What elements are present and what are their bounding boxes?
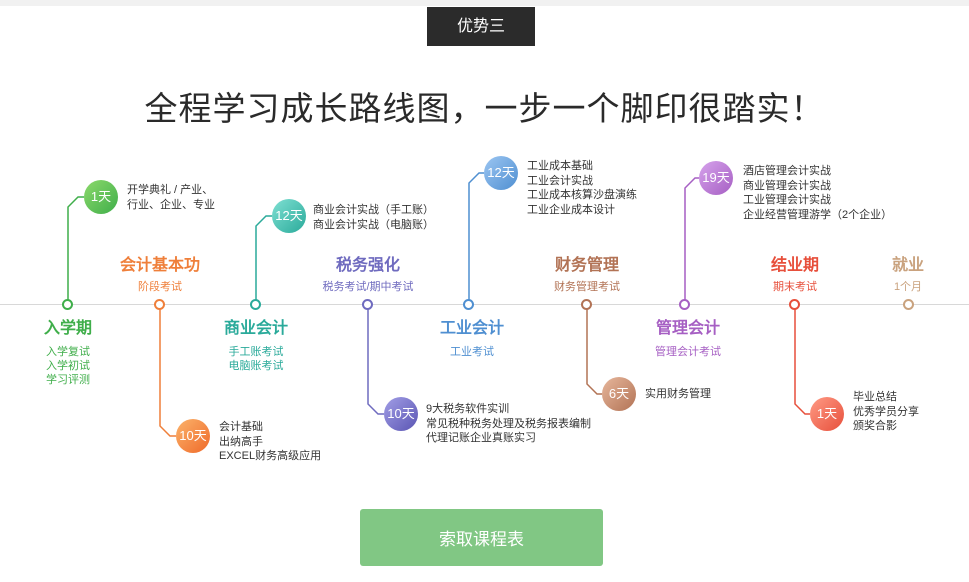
timeline-dot-mgmt [679,299,690,310]
stage-subtitle: 阶段考试 [138,281,182,293]
timeline-dot-tax [362,299,373,310]
days-badge-tax: 10天 [384,397,418,431]
section-badge: 优势三 [427,7,535,46]
list-item: 工业成本核算沙盘演练 [527,189,637,201]
timeline-axis [0,304,969,305]
stage-subtitle: 手工账考试 [228,346,284,358]
connector-final [794,304,810,415]
days-badge-basic: 10天 [176,419,210,453]
stage-subtitle: 学习评测 [46,374,90,386]
timeline-dot-job [903,299,914,310]
list-item: 优秀学员分享 [853,405,919,418]
list-item: 酒店管理会计实战 [743,165,831,177]
connector-industry [468,172,484,304]
list-item: 会计基础 [219,421,263,433]
list-item: 颁奖合影 [853,420,897,432]
connector-finance [586,304,602,395]
stage-subtitle: 入学复试 [46,346,90,358]
module-items-industry: 工业成本基础 工业会计实战 工业成本核算沙盘演练 工业企业成本设计 [527,159,637,217]
stage-subtitle: 入学初试 [46,360,90,372]
list-item: 实用财务管理 [645,388,711,400]
list-item: 工业会计实战 [527,174,593,187]
list-item: 商业会计实战（手工账） [313,204,434,216]
days-badge-commerce: 12天 [272,199,306,233]
page-title: 全程学习成长路线图，一步一个脚印很踏实！ [144,90,825,127]
module-items-enroll: 开学典礼 / 产业、 行业、企业、专业 [127,183,215,212]
stage-finance: 财务管理 财务管理考试 [535,256,639,294]
timeline-dot-basic [154,299,165,310]
stage-title: 就业 [891,257,924,274]
list-item: 出纳高手 [219,435,263,448]
module-items-basic: 会计基础 出纳高手 EXCEL财务高级应用 [219,420,321,464]
list-item: 毕业总结 [853,391,897,403]
stage-final: 结业期 期末考试 [743,256,847,294]
stage-subtitle: 期末考试 [773,281,817,293]
request-schedule-button[interactable]: 索取课程表 [360,509,603,566]
days-badge-finance: 6天 [602,377,636,411]
list-item: 9大税务软件实训 [426,403,510,415]
stage-tax: 税务强化 税务考试/期中考试 [308,256,428,294]
timeline-dot-enroll [62,299,73,310]
connector-enroll [67,196,84,304]
connector-basic [159,304,176,437]
stage-job: 就业 1个月 [868,256,948,294]
module-items-commerce: 商业会计实战（手工账） 商业会计实战（电脑账） [313,203,434,232]
stage-title: 入学期 [43,320,92,337]
list-item: 工业成本基础 [527,160,593,172]
stage-mgmt: 管理会计 管理会计考试 [634,319,742,359]
list-item: 开学典礼 / 产业、 [127,184,214,196]
stage-title: 会计基本功 [119,257,200,274]
stage-subtitle: 税务考试/期中考试 [322,281,414,293]
list-item: 工业管理会计实战 [743,194,831,206]
stage-title: 财务管理 [554,257,619,274]
connector-mgmt [684,177,699,304]
stage-subtitle: 电脑账考试 [228,360,284,372]
stage-industry: 工业会计 工业考试 [419,319,525,359]
stage-title: 结业期 [770,257,819,274]
stage-title: 工业会计 [439,320,504,337]
stage-title: 管理会计 [655,320,720,337]
stage-basic: 会计基本功 阶段考试 [108,256,212,294]
module-items-mgmt: 酒店管理会计实战 商业管理会计实战 工业管理会计实战 企业经营管理游学（2个企业… [743,164,892,222]
days-badge-enroll: 1天 [84,180,118,214]
list-item: 常见税种税务处理及税务报表编制 [426,417,591,430]
list-item: 商业会计实战（电脑账） [313,218,434,231]
connector-commerce [255,215,272,304]
stage-subtitle: 工业考试 [450,346,494,358]
stage-commerce: 商业会计 手工账考试 电脑账考试 [206,319,306,373]
list-item: 代理记账企业真账实习 [426,432,536,444]
timeline-dot-commerce [250,299,261,310]
list-item: 行业、企业、专业 [127,198,215,211]
timeline-dot-finance [581,299,592,310]
timeline-dot-final [789,299,800,310]
timeline-dot-industry [463,299,474,310]
stage-enroll: 入学期 入学复试 入学初试 学习评测 [18,319,118,387]
stage-subtitle: 管理会计考试 [655,346,721,358]
days-badge-industry: 12天 [484,156,518,190]
stage-subtitle: 1个月 [893,281,923,293]
module-items-final: 毕业总结 优秀学员分享 颁奖合影 [853,390,919,434]
days-badge-mgmt: 19天 [699,161,733,195]
list-item: 企业经营管理游学（2个企业） [743,208,893,221]
stage-title: 税务强化 [335,257,400,274]
list-item: EXCEL财务高级应用 [219,450,322,462]
module-items-finance: 实用财务管理 [645,387,711,402]
stage-subtitle: 财务管理考试 [554,281,620,293]
module-items-tax: 9大税务软件实训 常见税种税务处理及税务报表编制 代理记账企业真账实习 [426,402,591,446]
stage-title: 商业会计 [223,320,288,337]
list-item: 工业企业成本设计 [527,203,615,216]
top-strip [0,0,969,6]
list-item: 商业管理会计实战 [743,179,831,192]
days-badge-final: 1天 [810,397,844,431]
connector-tax [367,304,384,415]
